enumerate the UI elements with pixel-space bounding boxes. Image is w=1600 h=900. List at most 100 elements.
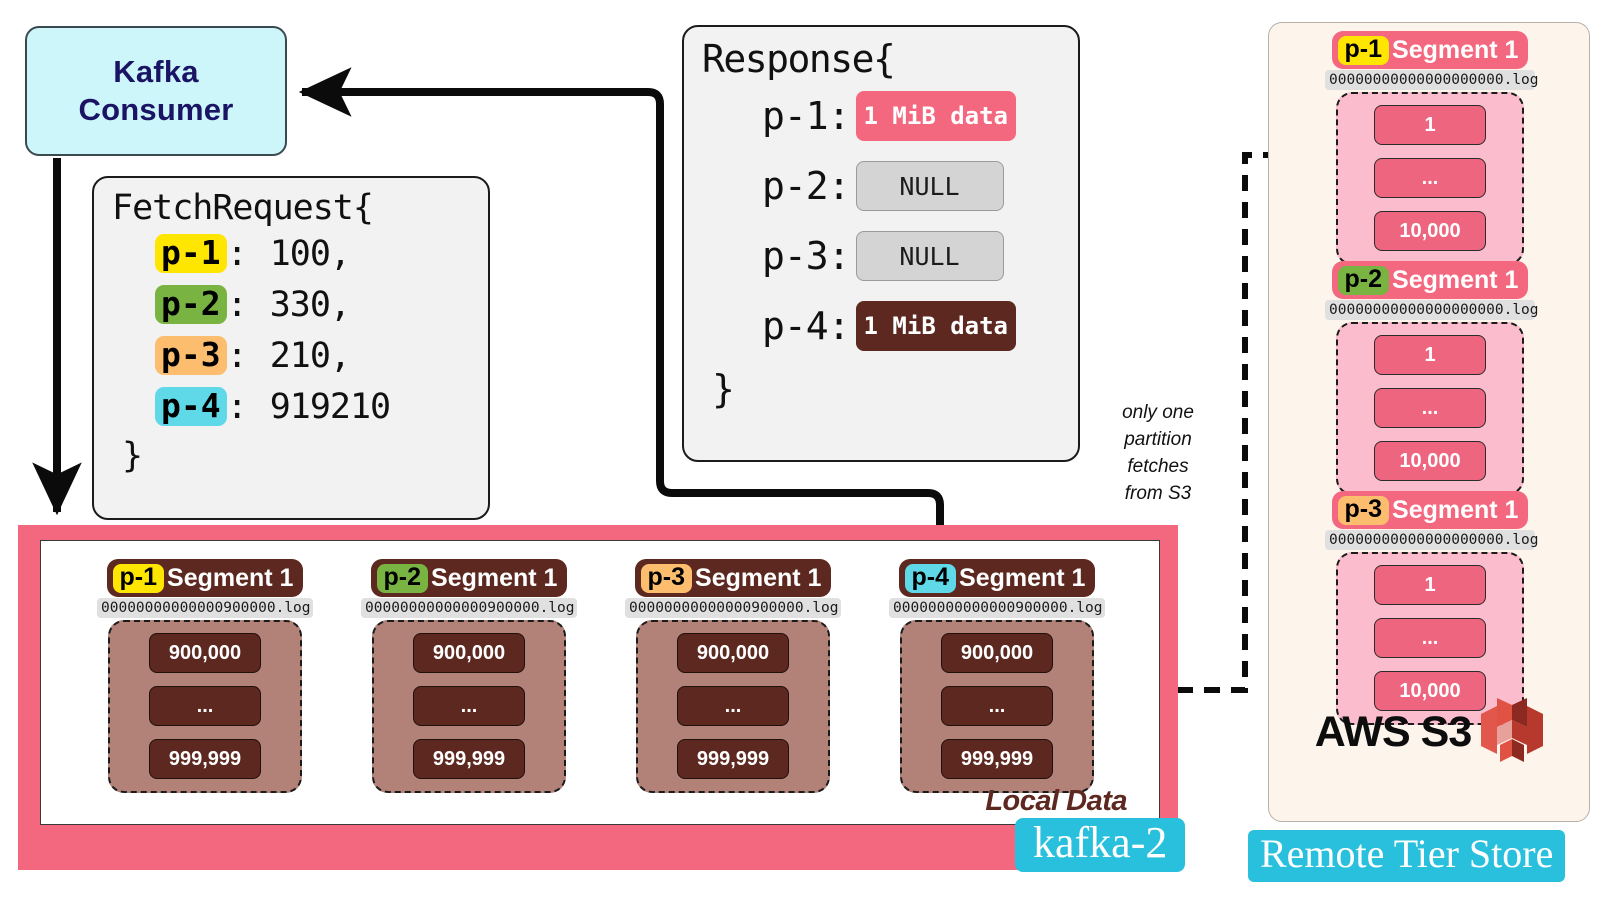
fetch-request-offset: 330,	[269, 284, 351, 325]
segment-name: Segment 1	[1392, 35, 1519, 64]
segment-records: 1... 10,000	[1336, 92, 1524, 265]
broker-name-badge: kafka-2	[1015, 818, 1186, 873]
partition-badge: p-3	[640, 563, 693, 593]
kafka-consumer-label-line1: Kafka	[113, 54, 199, 90]
record-offset: 10,000	[1374, 441, 1486, 481]
record-offset: ...	[149, 686, 261, 726]
segment-filename: 00000000000000900000.log	[625, 598, 841, 618]
segment-filename: 00000000000000000000.log	[1325, 530, 1539, 550]
record-offset: 900,000	[413, 633, 525, 673]
segment-name: Segment 1	[167, 563, 294, 592]
segment-filename: 00000000000000900000.log	[889, 598, 1105, 618]
partition-badge: p-4	[904, 563, 957, 593]
local-data-label: Local Data	[985, 785, 1127, 817]
only-one-partition-note: only one partition fetches from S3	[1122, 402, 1194, 504]
segment-name: Segment 1	[959, 563, 1086, 592]
partition-badge: p-3	[1337, 495, 1390, 525]
fetch-request-rows: p-1:100,p-2:330,p-3:210,p-4:919210	[112, 228, 488, 432]
response-partition-key: p-1:	[762, 94, 851, 138]
segment-records: 1... 10,000	[1336, 322, 1524, 495]
response-payload-chip: NULL	[855, 161, 1004, 211]
fetch-request-close-brace: }	[122, 436, 144, 476]
partition-badge: p-2	[155, 285, 227, 324]
response-close-brace: }	[712, 367, 735, 411]
record-offset: ...	[1374, 388, 1486, 428]
response-header: Response{	[702, 37, 896, 81]
response-row: p-3:NULL	[762, 221, 1078, 291]
record-offset: ...	[1374, 158, 1486, 198]
record-offset: ...	[941, 686, 1053, 726]
fetch-request-colon: :	[226, 284, 248, 325]
record-offset: 1	[1374, 335, 1486, 375]
record-offset: 1	[1374, 565, 1486, 605]
kafka-consumer-node[interactable]: Kafka Consumer	[25, 26, 287, 156]
partition-badge: p-1	[112, 563, 165, 593]
kafka-consumer-label-line2: Consumer	[78, 92, 234, 127]
segment-filename: 00000000000000000000.log	[1325, 300, 1539, 320]
record-offset: 1	[1374, 105, 1486, 145]
fetch-request-row: p-4:919210	[155, 381, 488, 432]
remote-tier-store-badge: Remote Tier Store	[1248, 830, 1566, 882]
fetch-request-offset: 919210	[269, 386, 391, 427]
fetch-request-row: p-3:210,	[155, 330, 488, 381]
segment-name: Segment 1	[695, 563, 822, 592]
record-offset: 10,000	[1374, 671, 1486, 711]
record-offset: ...	[1374, 618, 1486, 658]
response-partition-key: p-4:	[762, 304, 851, 348]
record-offset: ...	[677, 686, 789, 726]
fetch-request-offset: 210,	[269, 335, 351, 376]
record-offset: 900,000	[677, 633, 789, 673]
fetch-request-card: FetchRequest{ p-1:100,p-2:330,p-3:210,p-…	[92, 176, 490, 520]
segment-filename: 00000000000000900000.log	[97, 598, 313, 618]
response-partition-key: p-3:	[762, 234, 851, 278]
segment-records: 900,000...999,999	[900, 620, 1094, 793]
segment-name: Segment 1	[1392, 265, 1519, 294]
partition-badge: p-2	[1337, 265, 1390, 295]
response-payload-chip: 1 MiB data	[855, 301, 1017, 351]
aws-s3-icon	[1481, 696, 1544, 769]
response-row: p-4:1 MiB data	[762, 291, 1078, 361]
segment-records: 900,000... 999,999	[108, 620, 302, 793]
record-offset: 999,999	[413, 739, 525, 779]
aws-s3-branding: AWS S3	[1269, 696, 1589, 769]
partition-badge: p-4	[155, 387, 227, 426]
record-offset: 900,000	[941, 633, 1053, 673]
fetch-request-colon: :	[226, 335, 248, 376]
partition-badge: p-1	[155, 234, 227, 273]
partition-badge: p-1	[1337, 35, 1390, 65]
segment-filename: 00000000000000000000.log	[1325, 70, 1539, 90]
response-payload-chip: NULL	[855, 231, 1004, 281]
partition-badge: p-2	[376, 563, 429, 593]
response-row: p-2:NULL	[762, 151, 1078, 221]
fetch-request-header: FetchRequest{	[112, 188, 374, 228]
record-offset: 10,000	[1374, 211, 1486, 251]
segment-records: 900,000...999,999	[636, 620, 830, 793]
segment-name: Segment 1	[1392, 495, 1519, 524]
record-offset: 900,000	[149, 633, 261, 673]
response-row: p-1:1 MiB data	[762, 81, 1078, 151]
fetch-request-row: p-2:330,	[155, 279, 488, 330]
kafka-consumer-label: Kafka Consumer	[79, 53, 234, 129]
record-offset: 999,999	[149, 739, 261, 779]
segment-name: Segment 1	[431, 563, 558, 592]
